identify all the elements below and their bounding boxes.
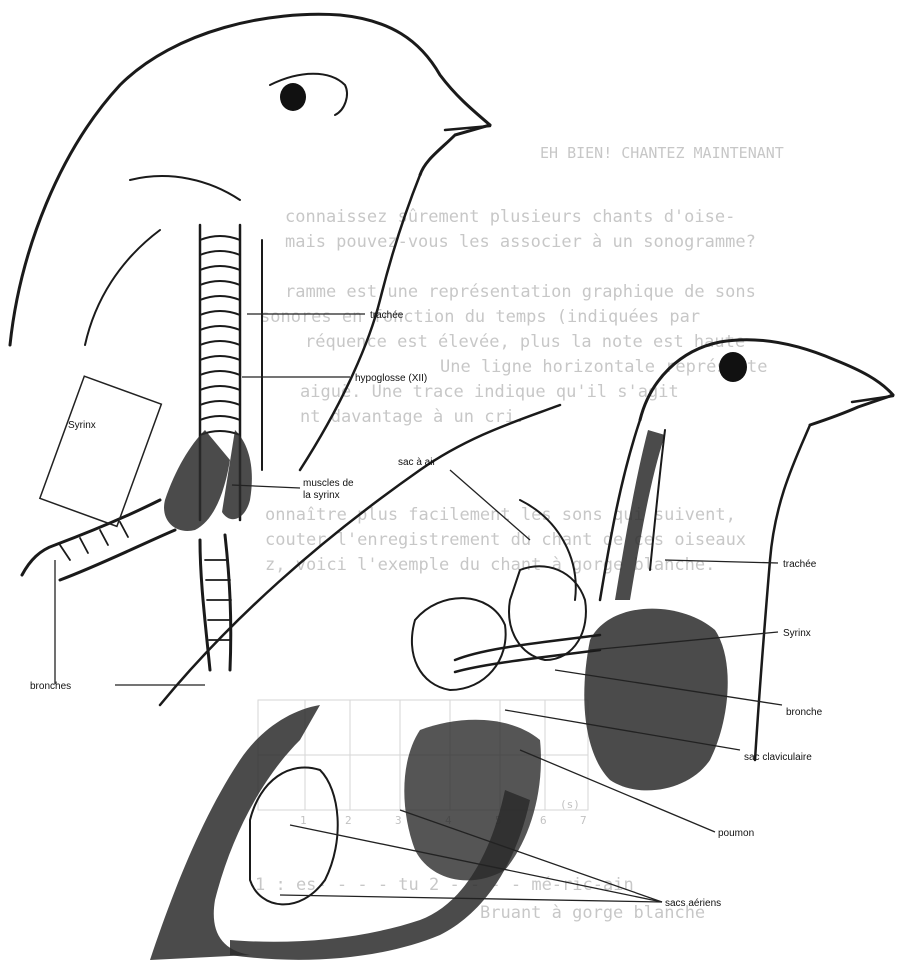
eye-icon bbox=[719, 352, 747, 382]
background-heading: EH BIEN! CHANTEZ MAINTENANT bbox=[540, 144, 784, 162]
background-line-8: aiguë. Une trace indique qu'il s'agit bbox=[300, 382, 679, 402]
label-syrinx-right: Syrinx bbox=[783, 628, 811, 639]
label-syrinx-left: Syrinx bbox=[68, 420, 96, 431]
syrinx-left bbox=[22, 376, 252, 670]
background-line-7: Une ligne horizontale représente bbox=[440, 357, 768, 377]
label-clavicular-sac: sac claviculaire bbox=[744, 752, 812, 763]
background-line-11: onnaître plus facilement les sons qui su… bbox=[265, 505, 736, 525]
label-syrinx-muscles-2: la syrinx bbox=[303, 490, 340, 501]
background-axis-7: 7 bbox=[580, 814, 587, 827]
background-line-13: z, voici l'exemple du chant à gorge blan… bbox=[265, 555, 715, 575]
label-bronchi: bronches bbox=[30, 681, 71, 692]
label-hypoglossal: hypoglosse (XII) bbox=[355, 373, 427, 384]
background-axis-unit: (s) bbox=[560, 798, 580, 811]
background-line-5: sonores en fonction du temps (indiquées … bbox=[260, 307, 700, 327]
background-line-2: mais pouvez-vous les associer à un sonog… bbox=[285, 232, 756, 252]
background-axis-1: 1 bbox=[300, 814, 307, 827]
background-line-9: nt davantage à un cri. bbox=[300, 407, 525, 427]
label-syrinx-muscles-1: muscles de bbox=[303, 478, 354, 489]
background-axis-2: 2 bbox=[345, 814, 352, 827]
background-line-6: réquence est élevée, plus la note est ha… bbox=[305, 332, 745, 352]
label-lung: poumon bbox=[718, 828, 754, 839]
background-axis-6: 6 bbox=[540, 814, 547, 827]
label-bronchus: bronche bbox=[786, 707, 823, 718]
label-trachea-top: trachée bbox=[370, 310, 404, 321]
background-line-1: connaissez sûrement plusieurs chants d'o… bbox=[285, 207, 735, 227]
eye-icon bbox=[280, 83, 306, 111]
label-air-sac: sac à air bbox=[398, 457, 436, 468]
background-line-4: ramme est une représentation graphique d… bbox=[285, 282, 756, 302]
label-trachea-right: trachée bbox=[783, 559, 817, 570]
background-axis-3: 3 bbox=[395, 814, 402, 827]
label-air-sacs: sacs aériens bbox=[665, 898, 721, 909]
